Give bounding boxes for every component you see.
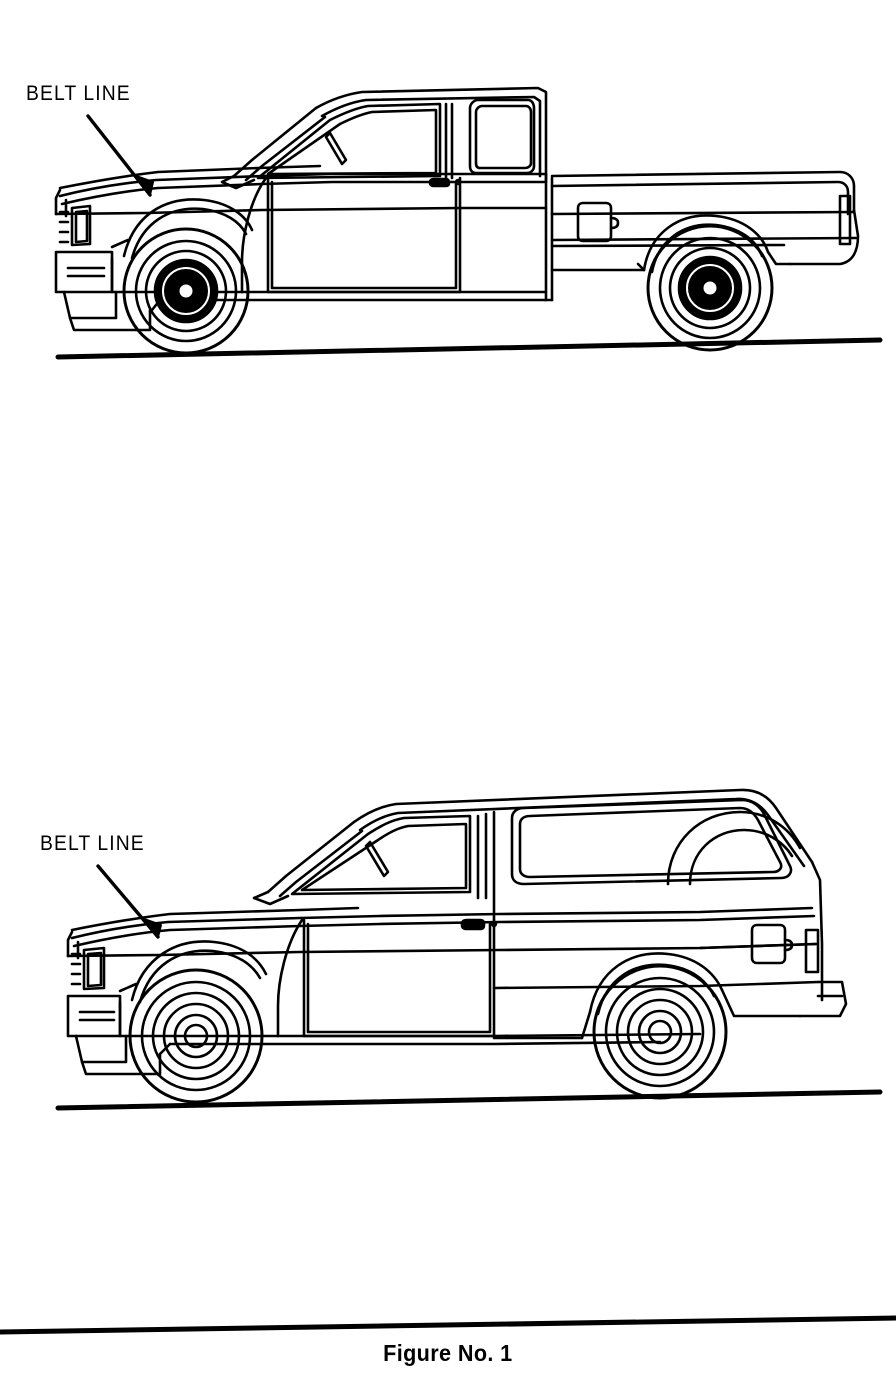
- truck-a-pillar-outer: [232, 106, 318, 178]
- truck-belt-line-upper: [58, 172, 548, 198]
- suv-door-handle: [460, 918, 486, 931]
- suv-quarter-window-inner: [518, 806, 783, 879]
- truck-hood-front: [54, 188, 62, 216]
- suv-door-outline: [302, 918, 496, 1038]
- suv-rear-wheel-arch-outer: [588, 952, 724, 1014]
- suv-fuel-cap: [783, 938, 794, 952]
- truck-front-bumper: [54, 250, 114, 294]
- truck-rear-wheel-arch-outer: [642, 214, 770, 272]
- truck-bed-top-rail-inner: [550, 180, 850, 216]
- truck-door-handle: [428, 177, 451, 188]
- suv-air-dam: [80, 1052, 162, 1076]
- suv-door-window-frame: [300, 822, 468, 892]
- truck-bed-rocker: [550, 243, 786, 248]
- truck-door-lock: [454, 178, 462, 186]
- suv-front-wheel-arch-inner: [138, 949, 262, 1004]
- truck-front-wheel-arch-outer: [122, 198, 254, 258]
- suv-quarter-window-outer: [510, 798, 793, 886]
- suv-door-lock: [490, 920, 498, 928]
- suv-taillight: [804, 928, 820, 974]
- truck-fuel-cap: [609, 216, 620, 230]
- suv-rear-bumper: [798, 980, 848, 1018]
- truck-bed-top-rail: [550, 170, 856, 212]
- suv-side-mirror: [364, 840, 390, 878]
- suv-belt-line-lower: [72, 914, 816, 948]
- truck-fuel-door: [576, 201, 613, 243]
- truck-ground-line: [55, 337, 883, 360]
- figure-caption: Figure No. 1: [0, 1340, 896, 1367]
- truck-side-mirror: [324, 131, 348, 166]
- truck-front-wheel-arch-inner: [130, 207, 248, 260]
- pickup-truck-drawing: [54, 86, 883, 360]
- truck-front-wheel: [122, 227, 250, 355]
- truck-door-outline: [266, 176, 462, 294]
- suv-rear-fender-lower-r: [720, 988, 802, 1018]
- suv-front-wheel-arch-outer: [130, 940, 268, 1002]
- truck-hood-top-edge: [58, 164, 322, 190]
- suv-cowl-notch: [252, 890, 290, 906]
- suv-rear-fender-lower-l: [580, 1010, 592, 1040]
- suv-front-bumper-lower: [74, 1034, 128, 1064]
- figure-caption-text: Figure No. 1: [383, 1340, 513, 1366]
- truck-roof-inner: [320, 95, 542, 178]
- suv-roof-outer: [352, 788, 814, 864]
- suv-front-wheel: [128, 968, 264, 1104]
- suv-fuel-door: [750, 923, 787, 965]
- truck-quarter-window: [468, 98, 536, 175]
- suv-rear-body-line: [698, 942, 818, 950]
- suv-a-pillar-inner: [278, 829, 364, 898]
- belt-line-label-suv: BELT LINE: [40, 832, 145, 855]
- sport-utility-vehicle-drawing: [55, 788, 883, 1111]
- truck-windshield-glass: [256, 102, 442, 180]
- suv-rear-lower-line: [492, 980, 820, 990]
- suv-hood-front: [66, 930, 74, 958]
- suv-windshield-glass: [290, 814, 472, 896]
- truck-headlight: [70, 204, 92, 247]
- truck-a-pillar-inner: [244, 115, 327, 182]
- truck-front-fender-line: [110, 238, 130, 249]
- suv-spare-tire-bulge-outer: [666, 810, 802, 886]
- truck-air-dam: [68, 308, 152, 332]
- truck-rear-fender-lower-r: [766, 250, 792, 266]
- caption-rule: [0, 1315, 896, 1335]
- suv-cowl-curve: [276, 918, 304, 1038]
- truck-body-upper-line: [54, 206, 548, 216]
- suv-headlight: [82, 946, 106, 991]
- suv-rear-pillar: [810, 860, 824, 1002]
- truck-taillight: [838, 194, 852, 246]
- suv-rocker-panel-lower: [168, 1040, 662, 1046]
- truck-headlight-inner: [74, 209, 89, 244]
- suv-belt-line-upper: [70, 906, 814, 940]
- truck-bed-rear-corner: [788, 208, 860, 266]
- truck-bed-side: [550, 210, 856, 216]
- truck-rear-wheel: [646, 224, 774, 352]
- truck-belt-line-lower: [60, 180, 548, 206]
- suv-a-pillar-outer: [266, 820, 356, 894]
- truck-door-outline-inner: [270, 180, 458, 290]
- suv-headlight-inner: [86, 951, 103, 988]
- suv-rocker-step: [158, 1042, 172, 1056]
- suv-spare-tire-bulge-inner: [688, 828, 794, 886]
- belt-line-label-truck: BELT LINE: [26, 82, 131, 105]
- suv-hood-top-edge: [70, 906, 360, 932]
- suv-ground-line: [55, 1089, 883, 1111]
- suv-rear-wheel: [592, 964, 728, 1100]
- suv-rocker-panel: [276, 1032, 702, 1038]
- truck-quarter-window-inner: [474, 104, 533, 170]
- truck-front-door-window-frame: [266, 108, 438, 176]
- suv-front-bumper: [66, 994, 122, 1038]
- suv-front-fender-line: [118, 982, 138, 993]
- suv-door-outline-inner: [306, 922, 492, 1034]
- truck-front-bumper-lower: [62, 290, 118, 320]
- truck-roof-outer: [314, 86, 548, 182]
